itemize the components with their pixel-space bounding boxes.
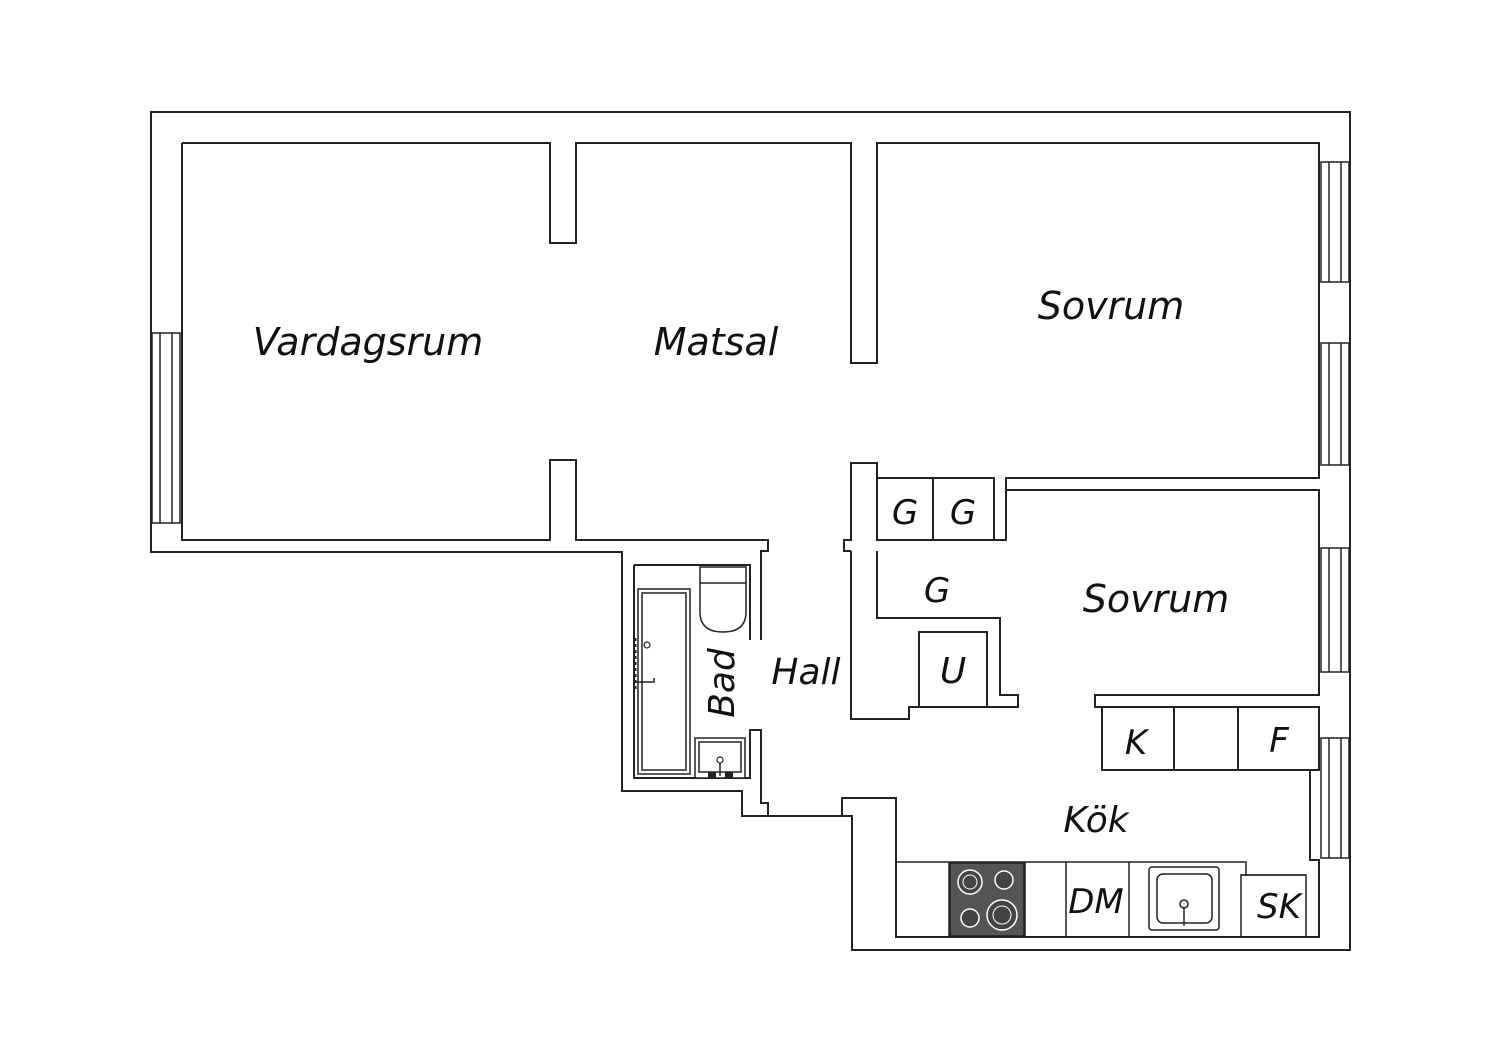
room-label-bedroom-1: Sovrum (1038, 284, 1185, 328)
outer-wall (150, 111, 1351, 951)
closet-row-top (877, 477, 995, 540)
closet-label-g2: G (950, 493, 976, 533)
cabinet-label-sk: SK (1257, 887, 1304, 927)
window-east-4 (1320, 737, 1350, 859)
sk-cabinet (1241, 874, 1307, 937)
bedroom-2-west (850, 551, 1019, 720)
washbasin-icon (694, 737, 746, 779)
bath-interior (633, 565, 769, 816)
cabinet-label-k: K (1125, 723, 1150, 763)
room-label-hall: Hall (771, 652, 840, 693)
living-room-west-wall (181, 143, 769, 640)
appliance-label-dm: DM (1068, 882, 1124, 922)
room-label-dining: Matsal (654, 320, 779, 364)
bath-west-wall (634, 564, 751, 640)
kitchen-outline (841, 770, 1320, 938)
window-east-2 (1320, 342, 1350, 466)
window-west (151, 332, 181, 524)
room-label-bath: Bad (702, 647, 743, 718)
window-east-1 (1320, 161, 1350, 283)
closet-label-g1: G (892, 493, 918, 533)
bathtub-icon (633, 588, 691, 775)
closet-label-g3: G (924, 571, 950, 611)
room-label-living: Vardagsrum (253, 320, 484, 364)
cabinet-label-f: F (1269, 721, 1289, 761)
room-label-bedroom-2: Sovrum (1083, 577, 1230, 621)
room-label-kitchen: Kök (1063, 800, 1130, 841)
toilet-icon (699, 566, 747, 633)
kitchen-sink-icon (1148, 866, 1220, 931)
window-east-3 (1320, 547, 1350, 673)
closet-u (918, 631, 988, 707)
living-room-outline (182, 142, 1320, 552)
closet-label-u: U (940, 651, 966, 692)
stove-icon (949, 862, 1025, 937)
